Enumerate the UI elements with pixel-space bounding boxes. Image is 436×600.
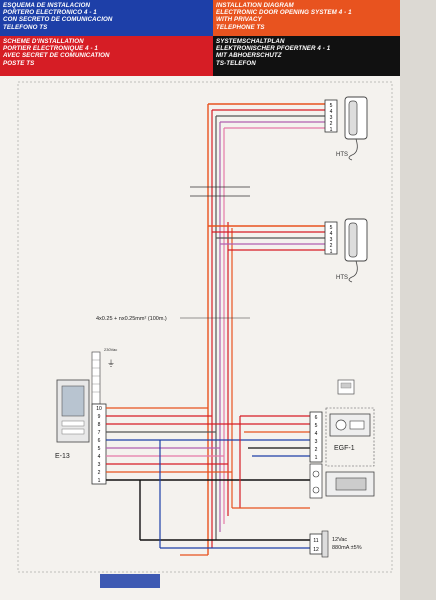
terminal-label: 2 <box>330 243 333 249</box>
page-edge <box>400 0 436 600</box>
egf-module-icon <box>325 407 375 467</box>
terminal-label: 9 <box>98 414 101 420</box>
header-line: ELEKTRONISCHER PFOERTNER 4 - 1 <box>216 45 331 53</box>
terminal-label: 6 <box>315 415 318 421</box>
panel-label: E-13 <box>55 453 70 460</box>
header-line: CON SECRETO DE COMUNICACION <box>3 16 113 24</box>
header-german: SYSTEMSCHALTPLAN ELEKTRONISCHER PFOERTNE… <box>213 36 400 76</box>
header-line: INSTALLATION DIAGRAM <box>216 2 294 9</box>
terminal-label: 4 <box>330 231 333 237</box>
terminal-label: 1 <box>315 455 318 461</box>
egf-terminals: 6 5 4 3 2 1 <box>309 411 323 463</box>
terminal-label: 2 <box>315 447 318 453</box>
psu-current-label: 880mA ±5% <box>332 545 362 551</box>
terminal-label: 5 <box>330 225 333 231</box>
handset-top-label: HTS <box>336 152 348 158</box>
handset-top-wires <box>208 103 325 129</box>
terminal-label: 3 <box>98 462 101 468</box>
door-panel-icon <box>56 379 90 443</box>
panel-terminals: 10 9 8 7 6 5 4 3 2 1 <box>91 403 107 485</box>
terminal-label: 5 <box>330 103 333 109</box>
panel-conduit <box>91 351 101 405</box>
terminal-label: 8 <box>98 422 101 428</box>
header-line: ELECTRONIC DOOR OPENING SYSTEM 4 - 1 <box>216 9 352 17</box>
chime-display <box>340 382 352 389</box>
terminal-label: 5 <box>98 446 101 452</box>
egf-wires <box>139 415 310 556</box>
terminal-label: 10 <box>96 406 102 412</box>
header-line: TELEFONO TS <box>3 23 48 31</box>
psu-voltage-label: 12Vac <box>332 537 347 543</box>
power-supply-terminals: 11 12 <box>309 530 329 558</box>
handset-bottom-label: HTS <box>336 275 348 281</box>
terminal-label: 1 <box>330 249 333 255</box>
terminal-label: 4 <box>315 431 318 437</box>
egf-label: EGF-1 <box>334 445 355 452</box>
handset-bottom-icon <box>344 218 368 283</box>
header-line: PORTERO ELECTRONICO 4 - 1 <box>3 9 97 17</box>
terminal-label: 3 <box>315 439 318 445</box>
terminal-label: 3 <box>330 237 333 243</box>
header-line: TELEPHONE TS <box>216 23 265 31</box>
terminal-label: 4 <box>330 109 333 115</box>
terminal-label: 12 <box>313 547 319 553</box>
handset-top-icon <box>344 96 368 161</box>
ground-icon: ⏚ <box>107 359 115 368</box>
door-lock-icon <box>309 463 375 499</box>
header-line: SCHEME D'INSTALLATION <box>3 38 84 45</box>
terminal-label: 6 <box>98 438 101 444</box>
header-spanish: ESQUEMA DE INSTALACION PORTERO ELECTRONI… <box>0 0 213 36</box>
header-line: WITH PRIVACY <box>216 16 262 24</box>
terminal-label: 2 <box>330 121 333 127</box>
terminal-label: 1 <box>330 127 333 133</box>
riser-wires <box>207 104 233 555</box>
header-line: POSTE TS <box>3 59 35 67</box>
header-french: SCHEME D'INSTALLATION PORTIER ELECTRONIQ… <box>0 36 213 76</box>
panel-power-label: 230Vac <box>104 347 117 352</box>
cable-break-marks <box>190 186 250 197</box>
terminal-label: 7 <box>98 430 101 436</box>
header-line: AVEC SECRET DE COMUNICATION <box>3 52 110 60</box>
header-line: SYSTEMSCHALTPLAN <box>216 38 285 45</box>
handset-bottom-terminals: 5 4 3 2 1 <box>324 221 338 255</box>
terminal-label: 5 <box>315 423 318 429</box>
handset-top-terminals: 5 4 3 2 1 <box>324 99 338 133</box>
footer-band <box>100 574 160 588</box>
terminal-label: 3 <box>330 115 333 121</box>
header-line: TS-TELEFON <box>216 59 256 67</box>
terminal-label: 1 <box>98 478 101 484</box>
terminal-label: 2 <box>98 470 101 476</box>
terminal-label: 11 <box>313 538 318 544</box>
header-line: PORTIER ELECTRONIQUE 4 - 1 <box>3 45 98 53</box>
cable-spec-label: 4x0.25 + nx0.25mm² (100m.) <box>96 316 167 322</box>
terminal-label: 4 <box>98 454 101 460</box>
header-line: MIT ABHOERSCHUTZ <box>216 52 282 60</box>
header-line: ESQUEMA DE INSTALACION <box>3 2 91 9</box>
handset-bottom-wires <box>208 225 325 251</box>
header-english: INSTALLATION DIAGRAM ELECTRONIC DOOR OPE… <box>213 0 400 36</box>
